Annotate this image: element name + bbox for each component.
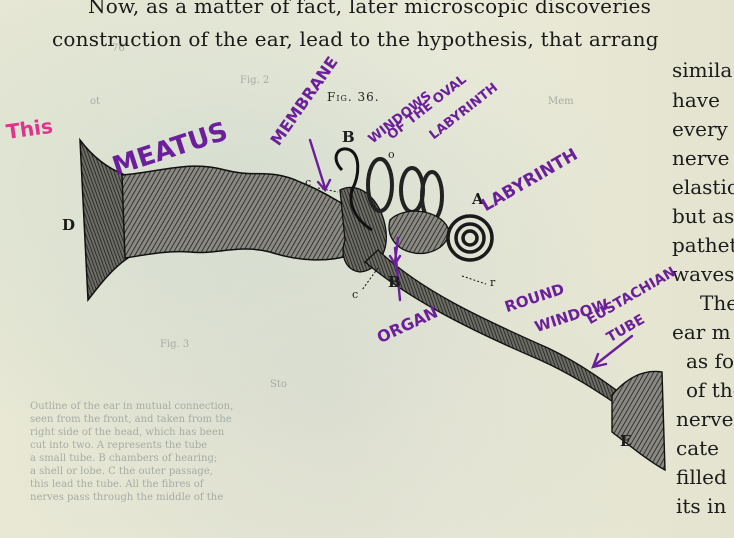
figure-letter-o: o [388,148,395,161]
figure-letter-c: c [352,288,358,301]
figure-letter-c: c [305,176,311,189]
cochlea [448,216,492,260]
ear-canal [122,166,350,260]
figure-letter-d: D [62,216,75,234]
eustachian-trumpet [612,371,665,470]
semicircular-canal [401,168,423,212]
figure-letter-r: r [490,276,495,289]
figure-letter-e: E [620,432,631,450]
figure-letter-b: B [342,128,355,146]
semicircular-canal [368,159,392,211]
figure-letter-b: B [388,273,401,291]
